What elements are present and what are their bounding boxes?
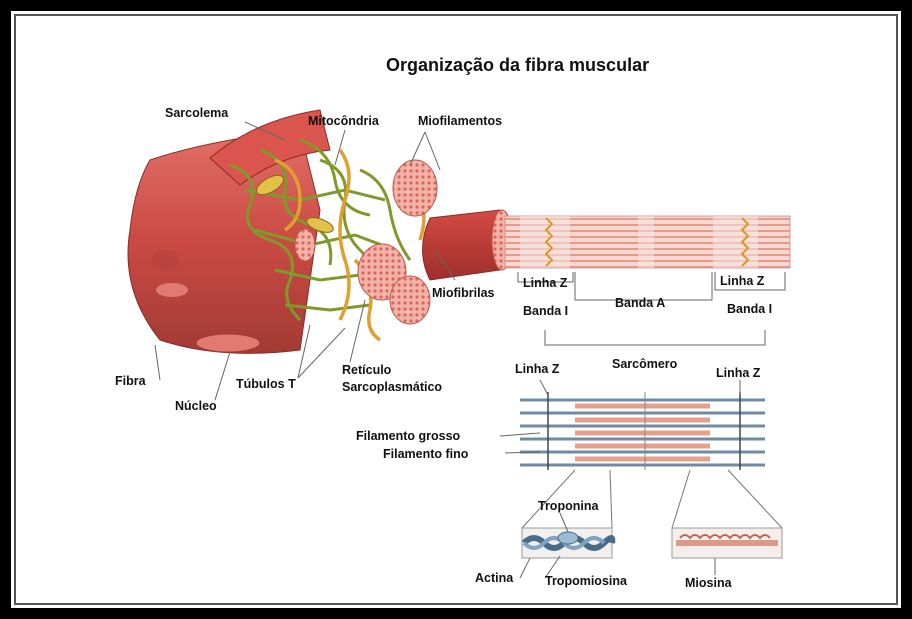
label-banda-i-left: Banda I bbox=[523, 304, 568, 318]
myofibril bbox=[423, 210, 791, 280]
label-miofibrilas: Miofibrilas bbox=[432, 286, 495, 300]
label-sarcomero: Sarcômero bbox=[612, 357, 678, 371]
label-actina: Actina bbox=[475, 571, 514, 585]
label-reticulo: Retículo bbox=[342, 363, 392, 377]
label-fibra: Fibra bbox=[115, 374, 147, 388]
label-linha-z-lower-right: Linha Z bbox=[716, 366, 761, 380]
myofibril-bundles bbox=[295, 160, 437, 324]
label-miofilamentos: Miofilamentos bbox=[418, 114, 502, 128]
actin-detail bbox=[522, 528, 612, 558]
label-sarcolema: Sarcolema bbox=[165, 106, 229, 120]
label-miosina: Miosina bbox=[685, 576, 733, 590]
label-mitocondria: Mitocôndria bbox=[308, 114, 380, 128]
label-filamento-fino: Filamento fino bbox=[383, 447, 469, 461]
label-linha-z-lower-left: Linha Z bbox=[515, 362, 560, 376]
nucleus-shape bbox=[196, 334, 260, 352]
label-filamento-grosso: Filamento grosso bbox=[356, 429, 461, 443]
label-troponina: Troponina bbox=[538, 499, 599, 513]
sarcomere-closeup bbox=[520, 390, 765, 470]
label-tubulos-t: Túbulos T bbox=[236, 377, 296, 391]
label-banda-i-right: Banda I bbox=[727, 302, 772, 316]
label-tropomiosina: Tropomiosina bbox=[545, 574, 628, 588]
myosin-detail bbox=[672, 528, 782, 558]
label-nucleo: Núcleo bbox=[175, 399, 217, 413]
label-linha-z-right: Linha Z bbox=[720, 274, 765, 288]
diagram-title: Organização da fibra muscular bbox=[386, 55, 649, 75]
label-sarcoplasmatico: Sarcoplasmático bbox=[342, 380, 442, 394]
label-linha-z-left: Linha Z bbox=[523, 276, 568, 290]
label-banda-a: Banda A bbox=[615, 296, 665, 310]
